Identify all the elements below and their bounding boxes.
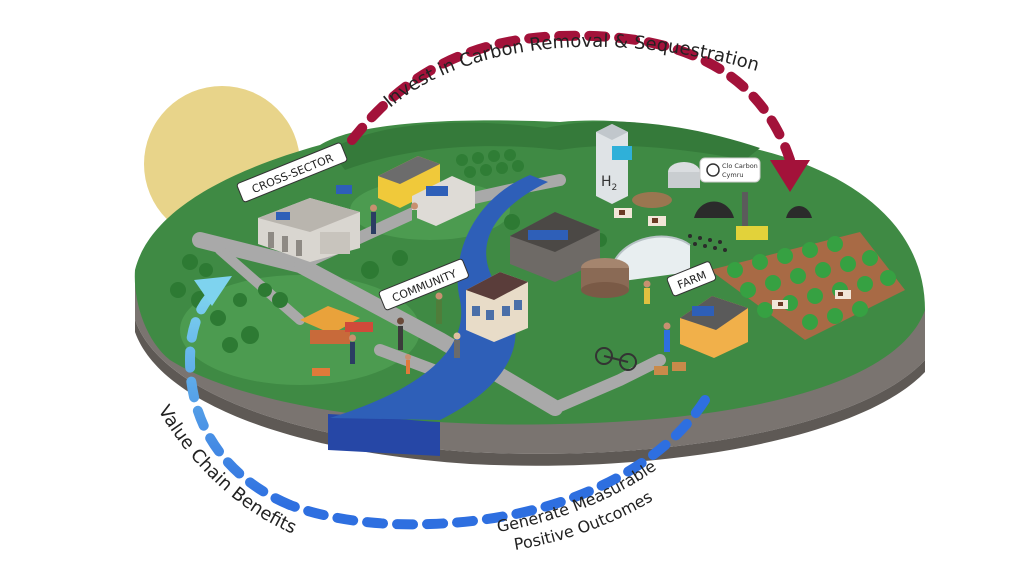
cyclist	[595, 347, 637, 371]
invest-label: Invest in Carbon Removal & Sequestration	[380, 31, 762, 112]
hydrogen-plant: H2	[596, 124, 632, 204]
people	[349, 202, 671, 374]
cows	[614, 208, 666, 226]
clo-carbon-logo: Clo Carbon Cymru	[699, 157, 761, 183]
farmhouse	[680, 296, 748, 358]
office-building	[378, 156, 475, 226]
zone-label-farm: FARM	[666, 261, 717, 297]
crop-field	[456, 149, 524, 178]
market-stall	[300, 306, 373, 376]
svg-text:Cymru: Cymru	[722, 171, 744, 179]
hydrogen-label: H2	[601, 174, 617, 193]
svg-text:Clo Carbon: Clo Carbon	[722, 162, 758, 170]
biogas-digester	[581, 258, 629, 298]
river	[330, 175, 548, 420]
polytunnel	[614, 235, 691, 282]
outcomes-arrow	[285, 395, 710, 530]
storage-tanks	[632, 162, 700, 208]
community-houses	[466, 212, 600, 342]
biochar-piles	[688, 201, 812, 252]
bank-building	[258, 185, 360, 262]
orchard	[710, 232, 905, 340]
invest-arrow	[347, 30, 810, 192]
value-chain-arrow	[184, 276, 295, 510]
drill-rig	[736, 192, 768, 240]
produce-crates	[654, 362, 686, 375]
